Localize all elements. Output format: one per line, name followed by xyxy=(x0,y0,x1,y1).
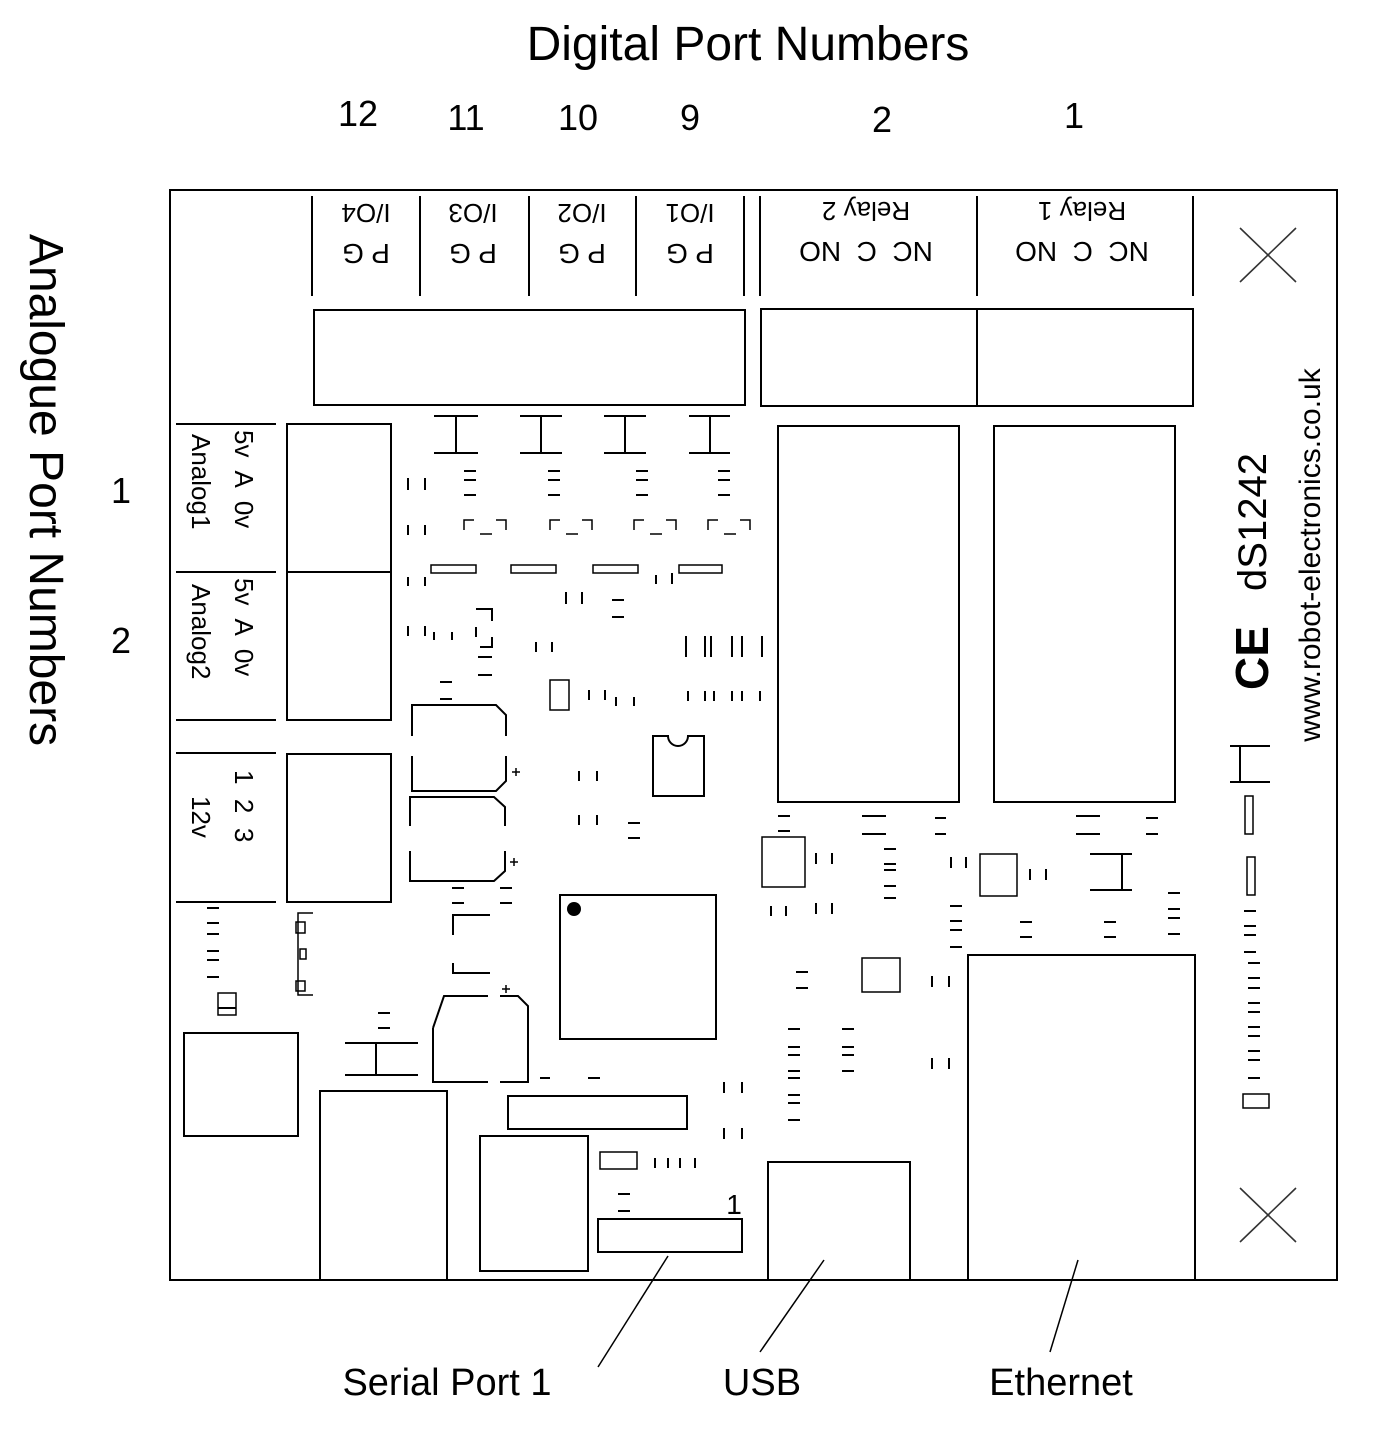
digital-port-number: 12 xyxy=(338,93,378,134)
relay-name: Relay 1 xyxy=(1038,196,1126,226)
relay-pins: NC C NO xyxy=(799,236,933,267)
analog1-name: Analog1 xyxy=(186,434,216,529)
io-terminal-pins: P G xyxy=(342,238,390,269)
relay-name: Relay 2 xyxy=(822,196,910,226)
io-terminal-io3: I/O3 P G xyxy=(448,198,497,269)
io-terminal-pins: P G xyxy=(449,238,497,269)
website-url: www.robot-electronics.co.uk xyxy=(1294,367,1327,742)
board-model: dS1242 xyxy=(1231,453,1275,591)
connector-block-left xyxy=(319,1090,448,1281)
misc-components xyxy=(207,887,600,1083)
io-terminal-pins: P G xyxy=(666,238,714,269)
analog1-pins: 5v A 0v xyxy=(229,430,259,528)
usb-port[interactable] xyxy=(767,1161,911,1281)
analog2-pins: 5v A 0v xyxy=(229,578,259,676)
io-terminal-name: I/O4 xyxy=(341,198,390,228)
dc-jack xyxy=(183,1032,299,1137)
pin1-marker-icon xyxy=(567,902,581,916)
serial-port-1-header[interactable] xyxy=(597,1218,743,1253)
digital-port-number: 10 xyxy=(558,97,598,138)
io-terminal-io4: I/O4 P G xyxy=(341,198,390,269)
resistor-stubs xyxy=(407,470,751,535)
io-terminal-name: I/O3 xyxy=(448,198,497,228)
io-terminal-pins: P G xyxy=(558,238,606,269)
ethernet-leader-line xyxy=(1049,1259,1079,1353)
digital-port-number: 2 xyxy=(872,99,892,140)
microcontroller-chip xyxy=(559,894,717,1040)
transistor-row xyxy=(434,415,730,454)
usb-label: USB xyxy=(723,1362,801,1404)
mounting-hole-icon xyxy=(1239,227,1297,283)
analogue-port-numbers-title: Analogue Port Numbers xyxy=(19,234,72,746)
serial-port-label: Serial Port 1 xyxy=(342,1362,551,1404)
relay-1 xyxy=(993,425,1176,803)
header-strip xyxy=(507,1095,688,1130)
usb-leader-line xyxy=(759,1259,825,1353)
relay-terminal-relay1: Relay 1 NC C NO xyxy=(1015,196,1149,267)
ethernet-port[interactable] xyxy=(967,954,1196,1281)
io-terminal-io1: I/O1 P G xyxy=(665,198,714,269)
crystal xyxy=(599,1151,638,1170)
power-name: 12v xyxy=(186,796,216,838)
power-pins: 1 2 3 xyxy=(229,770,259,842)
power-terminal-block xyxy=(286,753,392,903)
relay-pins: NC C NO xyxy=(1015,236,1149,267)
digital-port-number: 1 xyxy=(1064,95,1084,136)
mounting-hole-icon xyxy=(1239,1187,1297,1243)
passive-components-right xyxy=(761,815,1180,1121)
analogue-port-number: 1 xyxy=(111,470,131,511)
dip-ic xyxy=(652,735,705,797)
analog-label-section: 5v A 0v Analog1 5v A 0v Analog2 1 2 3 12… xyxy=(176,423,276,903)
digital-port-number: 11 xyxy=(447,97,484,138)
relay-2 xyxy=(777,425,960,803)
io-terminal-name: I/O1 xyxy=(665,198,714,228)
relay-terminal-relay2: Relay 2 NC C NO xyxy=(799,196,933,267)
sot-components xyxy=(407,564,763,711)
capacitor-group xyxy=(409,704,520,882)
io-terminal-dividers xyxy=(311,196,1194,296)
connector-block-middle xyxy=(479,1135,589,1272)
io-terminal-io2: I/O2 P G xyxy=(557,198,606,269)
ethernet-label: Ethernet xyxy=(989,1362,1133,1404)
digital-port-numbers-title: Digital Port Numbers xyxy=(527,18,970,71)
io-terminal-name: I/O2 xyxy=(557,198,606,228)
right-column-components xyxy=(1230,745,1270,1109)
ce-mark-icon: CE xyxy=(1226,626,1278,690)
serial-leader-line xyxy=(597,1255,669,1368)
io-terminal-block xyxy=(313,309,746,406)
serial-header-pin1-label: 1 xyxy=(726,1189,742,1220)
analog2-name: Analog2 xyxy=(186,584,216,679)
analogue-port-number: 2 xyxy=(111,620,131,661)
digital-port-number: 9 xyxy=(680,97,700,138)
